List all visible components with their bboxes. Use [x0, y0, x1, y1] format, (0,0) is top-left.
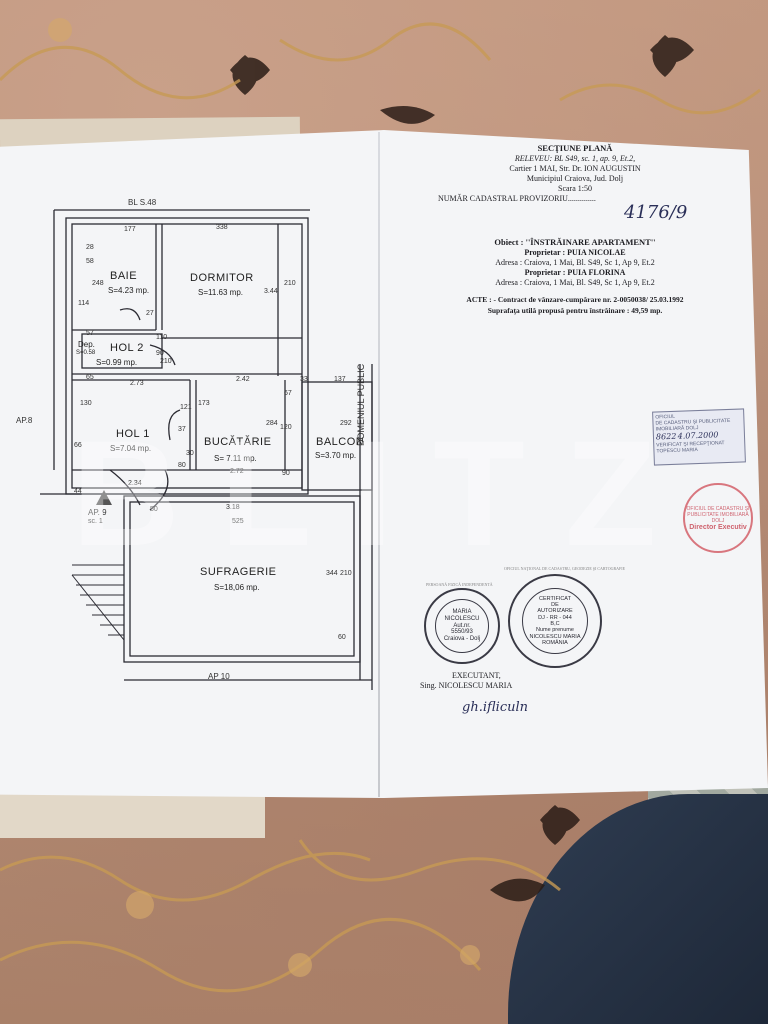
dim-label: 44 [74, 488, 82, 495]
dim-label: 114 [78, 300, 90, 307]
address-line: Cartier 1 MAI, Str. Dr. ION AUGUSTIN [509, 164, 641, 173]
watermark: BLITZ [71, 409, 697, 577]
dim-label: 2.73 [130, 380, 144, 387]
dim-label: 80 [178, 462, 186, 469]
dim-label: 248 [92, 280, 104, 287]
left-neighbour-label: AP.8 [16, 416, 33, 425]
object-line: Obiect : ''ÎNSTRĂINARE APARTAMENT'' [494, 237, 656, 247]
municipality-line: Municipiul Craiova, Jud. Dolj [526, 174, 624, 183]
dim-label: 110 [156, 334, 168, 341]
dim-label: 67 [284, 390, 292, 397]
room-hol1-name: HOL 1 [116, 428, 150, 440]
independent-surveyor-stamp: MARIA NICOLESCU Aut.nr. 5550/93 Craiova … [424, 588, 500, 664]
owner1-label: Proprietar : PUIA NICOLAE [524, 248, 626, 257]
office-seal: OFICIUL DE CADASTRU ŞI PUBLICITATE IMOBI… [683, 483, 753, 553]
room-balcon-area: S=3.70 mp. [315, 451, 357, 460]
room-baie-name: BAIE [110, 270, 138, 282]
dim-label: 173 [198, 400, 210, 407]
dim-label: 37 [178, 426, 186, 433]
dim-label: 137 [334, 376, 346, 383]
owner1-address: Adresa : Craiova, 1 Mai, Bl. S49, Sc 1, … [495, 258, 655, 267]
dim-label: 2.42 [236, 376, 250, 383]
dim-label: 60 [338, 634, 346, 641]
room-sufragerie-name: SUFRAGERIE [200, 566, 277, 578]
left-stamp-ring: PERSOANĂ FIZICĂ INDEPENDENTĂ [426, 582, 493, 587]
room-bucatarie-name: BUCĂTĂRIE [204, 436, 272, 448]
room-bucatarie-area: S= 7.11 mp. [214, 454, 257, 463]
executant-name: Sing. NICOLESCU MARIA [420, 681, 513, 690]
room-dormitor-name: DORMITOR [190, 272, 254, 284]
section-title: SECŢIUNE PLANĂ [537, 143, 613, 153]
dim-label: 210 [284, 280, 296, 287]
authorization-stamp: CERTIFICAT DE AUTORIZARE DJ - RR - 044 B… [508, 574, 602, 668]
dim-label: 57 [86, 330, 94, 337]
bottom-neighbour-label: AP 10 [208, 672, 230, 681]
scale-label: Scara 1:50 [558, 184, 592, 193]
block-label: BL S.48 [128, 198, 157, 207]
depozit-label: Dep. [78, 340, 95, 349]
dim-label: 177 [124, 226, 136, 233]
room-hol2-area: S=0.99 mp. [96, 358, 138, 367]
dim-label: 2.34 [128, 480, 142, 487]
dim-label: 284 [266, 420, 278, 427]
dim-label: 120 [280, 424, 292, 431]
cadastral-number: 4176/9 [624, 202, 688, 223]
owner2-label: Proprietar : PUIA FLORINA [524, 268, 626, 277]
sheet-fold [378, 132, 380, 797]
room-sufragerie-area: S=18,06 mp. [214, 583, 260, 592]
dim-label: 66 [74, 442, 82, 449]
back-paper-bottom [0, 790, 265, 838]
dim-label: 292 [340, 420, 352, 427]
dim-label: 50 [150, 506, 158, 513]
acts-line: ACTE : - Contract de vânzare-cumpărare n… [466, 295, 684, 304]
executant-title: EXECUTANT, [452, 671, 501, 680]
dim-label: 90 [282, 470, 290, 477]
dim-label: 3.18 [226, 504, 240, 511]
right-stamp-ring: OFICIUL NAŢIONAL DE CADASTRU, GEODEZIE Ş… [504, 566, 626, 571]
room-hol1-area: S=7.04 mp. [110, 444, 152, 453]
staircase [71, 564, 125, 641]
area-line: Suprafaţa utilă propusă pentru înstrăina… [487, 306, 663, 315]
stair-sub-label: sc. 1 [88, 518, 103, 525]
dim-label: 90 [156, 350, 164, 357]
dim-label: 338 [216, 224, 228, 231]
dim-label: 30 [186, 450, 194, 457]
room-baie-area: S=4.23 mp. [108, 286, 150, 295]
entrance-triangle [96, 490, 112, 505]
dim-label: 525 [232, 518, 244, 525]
dim-label: 65 [86, 374, 94, 381]
dim-label: 2.72 [230, 468, 244, 475]
room-balcon-name: BALCON [316, 436, 365, 448]
stair-label: AP. 9 [88, 508, 107, 517]
owner2-address: Adresa : Craiova, 1 Mai, Bl. S49, Sc 1, … [495, 278, 655, 287]
dim-label: 210 [160, 358, 172, 365]
cadastral-sheet [0, 130, 768, 798]
dim-label: 27 [146, 310, 154, 317]
dim-label: 210 [340, 570, 352, 577]
dim-label: 344 [326, 570, 338, 577]
dim-label: 3.44 [264, 288, 278, 295]
survey-line: RELEVEU: BL S49, sc. 1, ap. 9, Et.2, [514, 154, 636, 163]
apartment-outline [65, 217, 309, 495]
dim-label: 33 [300, 376, 308, 383]
dim-label: 121 [180, 404, 192, 411]
dim-label: 58 [86, 258, 94, 265]
room-dormitor-area: S=11.63 mp. [198, 288, 243, 297]
room-hol2-name: HOL 2 [110, 342, 144, 354]
depozit-area: S=0.58 [76, 350, 96, 356]
executant-signature: gh.ifliculn [462, 700, 528, 715]
cadastral-label: NUMĂR CADASTRAL PROVIZORIU.............. [438, 194, 596, 203]
dim-label: 28 [86, 244, 94, 251]
dim-label: 130 [80, 400, 92, 407]
